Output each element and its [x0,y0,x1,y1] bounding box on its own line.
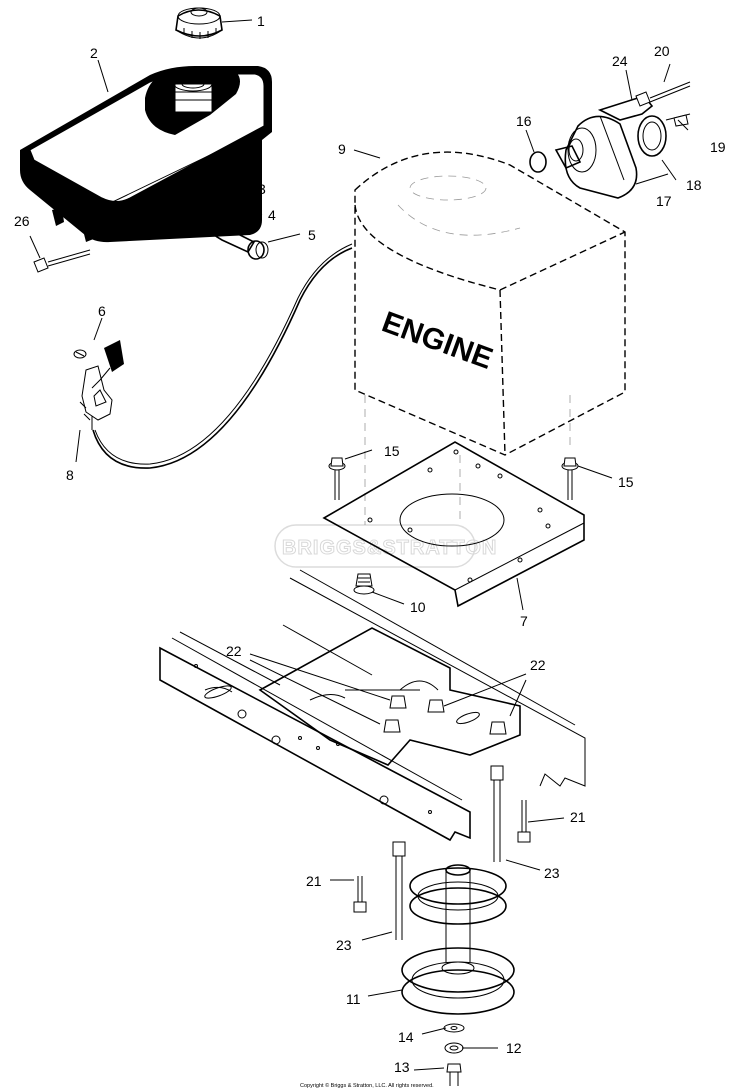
callout-16: 16 [516,113,532,129]
callout-7: 7 [520,613,528,629]
callout-12: 12 [506,1040,522,1056]
callout-8: 8 [66,467,74,483]
callout-labels: 1 2 3 4 5 6 7 8 9 10 11 12 13 14 15 15 1… [14,13,726,1075]
watermark-text: BRIGGS&STRATTON [282,537,497,559]
callout-13: 13 [394,1059,410,1075]
bolt-15-right [561,457,579,500]
rods-23 [392,765,504,940]
callout-20: 20 [654,43,670,59]
callout-24: 24 [612,53,628,69]
hardware-stack [443,1023,465,1086]
engine-label: ENGINE [378,306,497,376]
air-filter-group [529,81,691,199]
callout-17: 17 [656,193,672,209]
frame-rails [159,569,586,842]
engine-block: ENGINE [354,151,626,525]
bolt-15-left [328,457,346,500]
callout-26: 26 [14,213,30,229]
callout-21-left: 21 [306,873,322,889]
leader-lines [29,19,689,1071]
callout-15-left: 15 [384,443,400,459]
copyright-notice: Copyright © Briggs & Stratton, LLC. All … [300,1082,434,1089]
callout-23-right: 23 [544,865,560,881]
callout-21-right: 21 [570,809,586,825]
callout-1: 1 [257,13,265,29]
callout-23-left: 23 [336,937,352,953]
nuts-22 [383,695,507,735]
callout-9: 9 [338,141,346,157]
callout-3: 3 [258,181,266,197]
callout-4: 4 [268,207,276,223]
callout-10: 10 [410,599,426,615]
callout-18: 18 [686,177,702,193]
bolts-21 [353,800,531,913]
callout-2: 2 [90,45,98,61]
fuel-cap [175,7,223,39]
callout-22-left: 22 [226,643,242,659]
fuel-hose-assembly [197,189,269,260]
callout-14: 14 [398,1029,414,1045]
nut-10 [353,573,375,595]
callout-22-right: 22 [530,657,546,673]
throttle-control [73,243,353,469]
callout-15-right: 15 [618,474,634,490]
mount-plate [322,441,585,608]
fuel-tank [20,66,272,243]
callout-11: 11 [346,991,361,1007]
callout-19: 19 [710,139,726,155]
bolt-26 [33,249,91,273]
callout-5: 5 [308,227,316,243]
watermark: BRIGGS&STRATTON [274,524,497,568]
callout-6: 6 [98,303,106,319]
pulley [401,864,515,1015]
